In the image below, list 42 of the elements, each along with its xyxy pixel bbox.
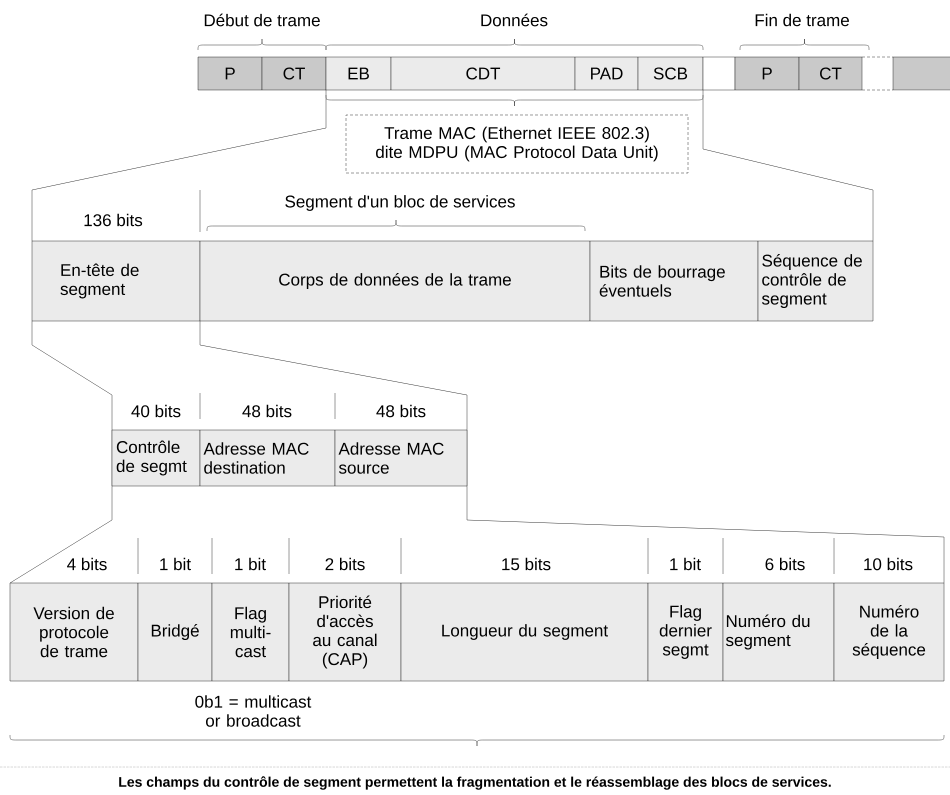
annotation: 0b1 = multicast or broadcast: [195, 695, 312, 727]
bit-count: 2 bits: [326, 558, 365, 570]
bit-count: 48 bits: [376, 404, 426, 418]
bit-count: 1 bit: [235, 558, 266, 570]
field-cell: PAD: [574, 56, 638, 90]
field-cell: Séquence de contrôle de segment: [758, 240, 874, 322]
field-cell: P: [198, 56, 262, 90]
field-cell: Flag multi-cast: [212, 582, 290, 682]
note-box: Trame MAC (Ethernet IEEE 802.3) dite MDPU (MAC Protocol Data Unit): [346, 114, 688, 174]
field-cell: Numéro du segment: [722, 582, 834, 682]
field-cell: En-tête de segment: [32, 240, 200, 322]
field-cell: Contrôle de segmt: [112, 430, 200, 486]
frame-cell: [702, 56, 736, 90]
bit-count: 15 bits: [502, 558, 550, 570]
caption: Les champs du contrôle de segment permettent la fragmentation et le réassemblage des blocs de services.: [119, 776, 831, 790]
field-cell: P: [734, 56, 800, 90]
gap-cell: [862, 56, 894, 90]
bit-count: 10 bits: [864, 558, 912, 570]
field-cell: Adresse MAC source: [334, 430, 468, 486]
bit-count: 48 bits: [242, 404, 292, 418]
annotation: Début de trame: [204, 14, 320, 26]
field-cell: EB: [326, 56, 392, 90]
field-cell: CT: [798, 56, 862, 90]
annotation: Données: [481, 14, 548, 26]
field-cell: Flag dernier segmt: [648, 582, 724, 682]
frame-cell: [892, 56, 950, 90]
field-cell: CT: [262, 56, 326, 90]
field-cell: Bits de bourrage éventuels: [590, 240, 758, 322]
field-cell: Adresse MAC destination: [200, 430, 336, 486]
bit-count: 1 bit: [670, 558, 701, 570]
bit-count: 6 bits: [766, 558, 805, 570]
field-cell: SCB: [638, 56, 704, 90]
bit-count: 136 bits: [84, 214, 142, 226]
field-cell: Version de protocole de trame: [10, 582, 138, 682]
annotation: Segment d'un bloc de services: [285, 195, 515, 211]
bit-count: 1 bit: [160, 558, 191, 570]
bit-count: 4 bits: [67, 558, 107, 570]
field-cell: Bridgé: [138, 582, 212, 682]
bit-count: 40 bits: [131, 404, 180, 418]
field-cell: Priorité d'accès au canal (CAP): [288, 582, 402, 682]
field-cell: Numéro de la séquence: [834, 582, 944, 682]
annotation: Fin de trame: [756, 14, 849, 26]
